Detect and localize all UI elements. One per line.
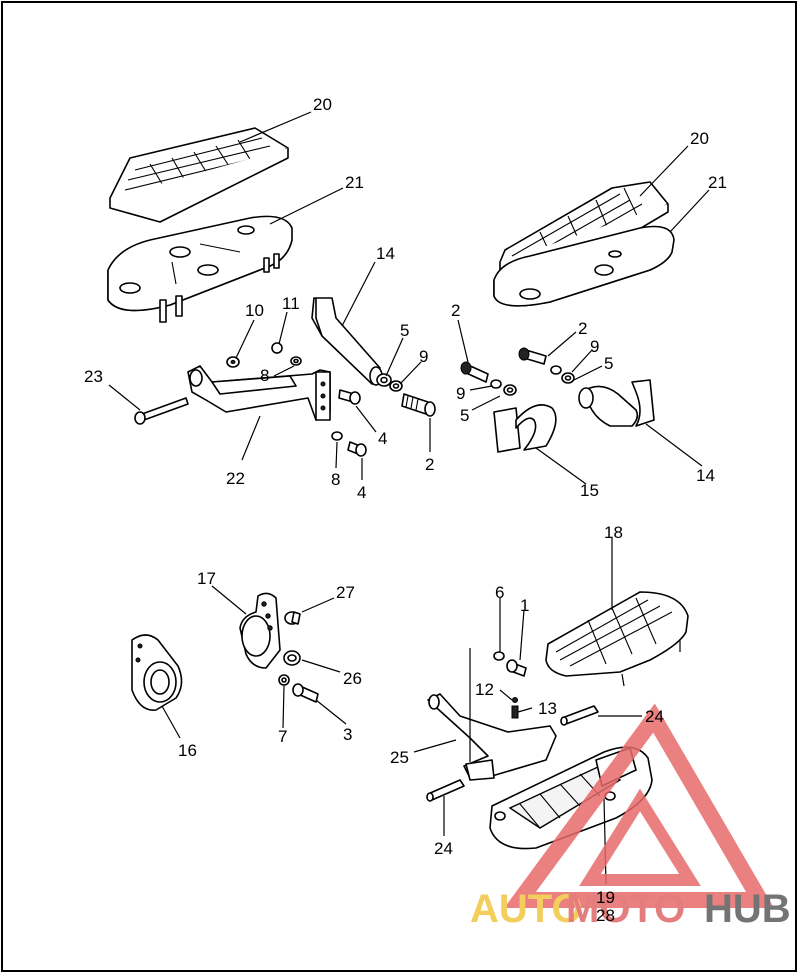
callout-9-right-lower: 9 (456, 384, 465, 403)
support-arm (187, 365, 331, 421)
detent-ball-spring (511, 697, 519, 719)
washers-left (376, 373, 403, 392)
pivot-pin-upper (560, 705, 599, 726)
callout-22: 22 (226, 469, 245, 488)
mounting-bracket-15 (493, 404, 557, 453)
callout-2: 2 (425, 455, 434, 474)
bolt-4-upper (338, 389, 361, 405)
washer-6-bolt-1 (493, 651, 527, 677)
watermark-triangle-inner-icon (579, 788, 701, 886)
callout-14: 14 (376, 244, 395, 263)
callout-14-right: 14 (696, 466, 715, 485)
nut-10 (226, 356, 240, 368)
callout-23: 23 (84, 367, 103, 386)
mount-plate-17 (239, 592, 281, 669)
callout-19: 19 (596, 888, 615, 907)
callout-17: 17 (197, 569, 216, 588)
callout-3: 3 (343, 725, 352, 744)
callout-21-right: 21 (708, 173, 727, 192)
leader-lines (108, 111, 710, 885)
callout-5-right: 5 (604, 354, 613, 373)
mount-plate-16 (131, 634, 183, 711)
pivot-pin-lower (426, 779, 465, 802)
callout-9-right: 9 (590, 337, 599, 356)
watermark-moto: MOTO (566, 887, 685, 931)
callout-15: 15 (580, 481, 599, 500)
callout-6: 6 (495, 583, 504, 602)
mounting-bracket-left (311, 297, 383, 386)
callout-2-right-lower: 2 (451, 301, 460, 320)
callout-16: 16 (178, 741, 197, 760)
callout-5-right-lower: 5 (460, 406, 469, 425)
screw-23 (134, 397, 189, 425)
washer-7-bolt-3 (278, 674, 319, 703)
callout-20-right: 20 (690, 129, 709, 148)
callout-5: 5 (400, 321, 409, 340)
callout-26: 26 (343, 669, 362, 688)
footboard-base-left (107, 215, 293, 323)
callout-12: 12 (475, 680, 494, 699)
callout-7: 7 (278, 727, 287, 746)
callout-4-lower: 4 (357, 483, 366, 502)
star-washer-26 (283, 650, 301, 666)
callout-10: 10 (245, 301, 264, 320)
watermark-auto: AUTO (470, 887, 583, 931)
callout-4: 4 (378, 429, 387, 448)
callout-8-lower: 8 (331, 470, 340, 489)
footboard-insert-left (109, 127, 289, 223)
nut-11-washer-8 (271, 342, 302, 366)
callout-11: 11 (282, 294, 300, 313)
bolt-right-upper (518, 347, 575, 384)
callout-25: 25 (390, 748, 409, 767)
callout-9: 9 (419, 347, 428, 366)
passenger-footboard-insert (545, 591, 689, 687)
mounting-bracket-right (578, 379, 655, 427)
callout-28: 28 (596, 906, 615, 925)
screw-27 (284, 611, 301, 625)
bolt-right-lower (460, 361, 517, 396)
callout-27: 27 (336, 583, 355, 602)
watermark-triangle-outer-icon (504, 703, 774, 908)
callout-24: 24 (645, 707, 664, 726)
bolt-4-lower (331, 431, 367, 457)
footboard-base-right (493, 225, 675, 307)
footboard-support-25 (427, 648, 557, 781)
callout-20: 20 (313, 95, 332, 114)
callout-21: 21 (345, 173, 364, 192)
callout-2-right-upper: 2 (578, 319, 587, 338)
callout-1: 1 (520, 596, 529, 615)
callout-24-lower: 24 (434, 839, 453, 858)
watermark: AUTO MOTO HUB (470, 703, 791, 931)
callout-13: 13 (538, 699, 557, 718)
callout-numbers: 20 21 14 10 11 5 9 23 8 4 22 8 4 2 20 21… (84, 95, 727, 925)
callout-18: 18 (604, 523, 623, 542)
bolt-left (401, 393, 436, 417)
watermark-hub: HUB (704, 887, 791, 931)
callout-8: 8 (260, 366, 269, 385)
